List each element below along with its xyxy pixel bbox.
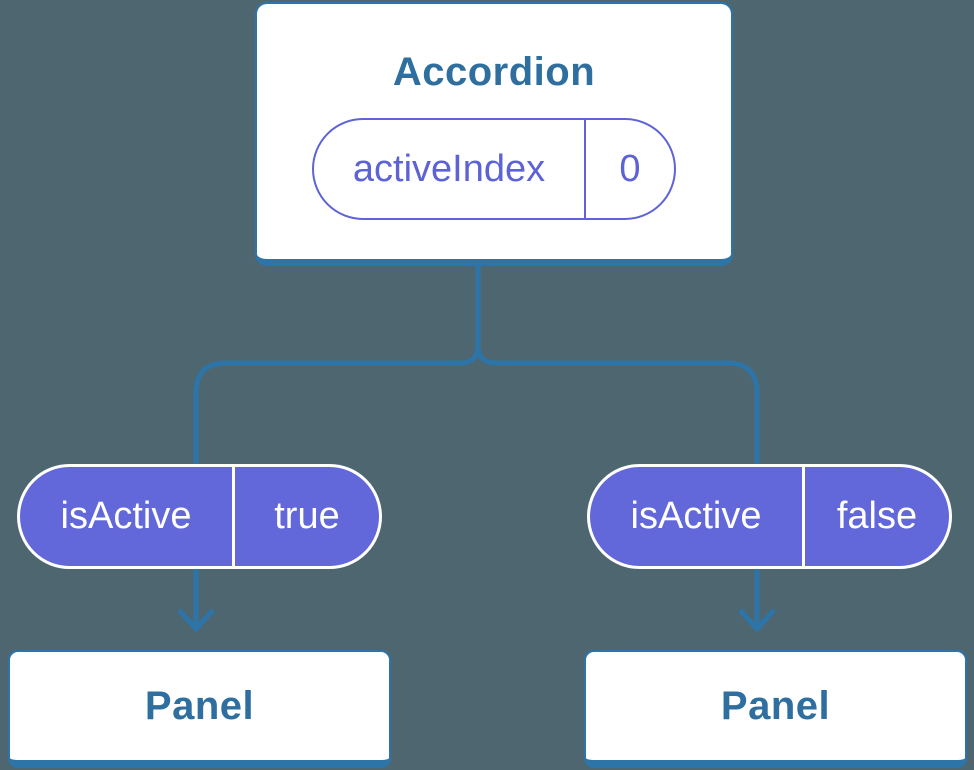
panel-title-left: Panel (144, 684, 255, 728)
prop-value-right: false (836, 495, 918, 537)
arrowhead-down-left-icon (177, 608, 215, 633)
connector-left-branch (193, 262, 481, 626)
panel-component-box-left: Panel (8, 650, 391, 768)
state-pill: activeIndex 0 (312, 118, 676, 220)
prop-pill-left: isActive true (17, 464, 382, 569)
arrowhead-down-right-icon (738, 608, 776, 633)
accordion-component-box: Accordion activeIndex 0 (255, 2, 733, 266)
connector-right-branch (475, 262, 760, 626)
state-value: 0 (619, 147, 641, 190)
state-name: activeIndex (314, 120, 586, 218)
accordion-title: Accordion (392, 50, 596, 94)
prop-name-right: isActive (590, 467, 805, 566)
panel-title-right: Panel (720, 684, 831, 728)
panel-component-box-right: Panel (584, 650, 967, 768)
prop-name-left: isActive (20, 467, 235, 566)
prop-pill-right: isActive false (587, 464, 952, 569)
prop-value-left: true (274, 495, 340, 537)
